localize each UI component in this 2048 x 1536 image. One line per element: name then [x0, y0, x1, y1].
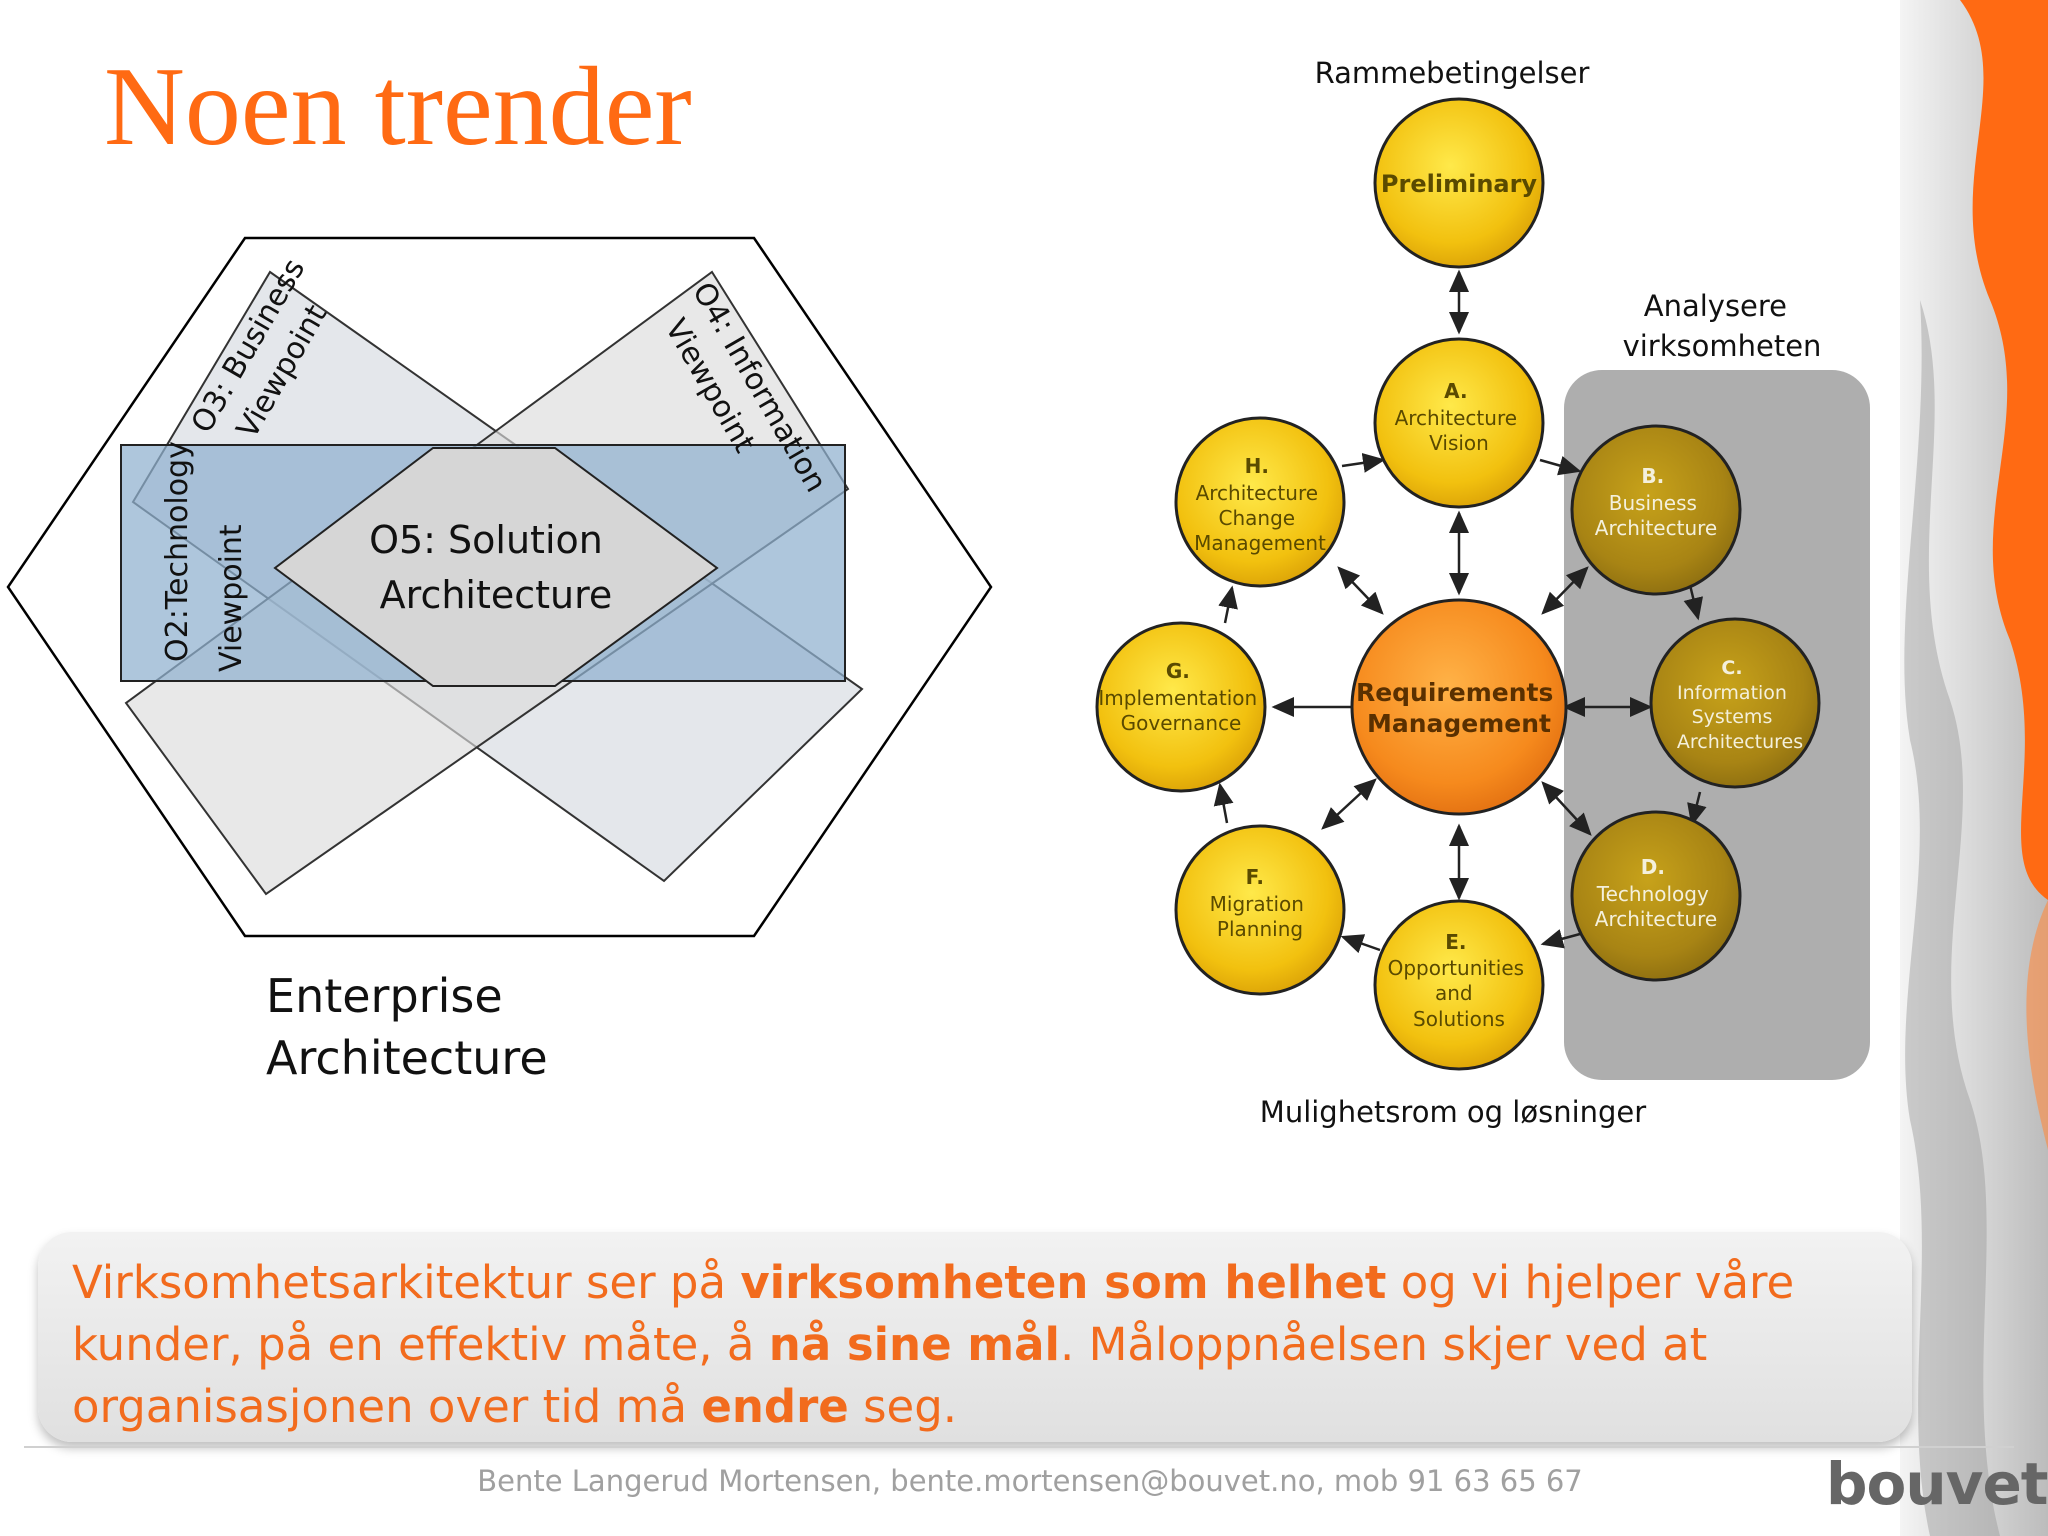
svg-text:G. Implementation: G. Implementation Governance [1098, 659, 1263, 735]
svg-text:F. Migration P: F. Migration Planning [1210, 865, 1311, 941]
footer-divider [24, 1446, 2014, 1448]
svg-text:D. Technology: D. Technology Architecture [1595, 855, 1717, 931]
node-h-architecture-change-management: H. Architecture Change Management [1174, 416, 1346, 588]
node-d-technology-architecture: D. Technology Architecture [1570, 810, 1742, 982]
o5-solution-architecture-shape [273, 447, 719, 687]
node-requirements-management: Requirements Management [1350, 598, 1568, 816]
svg-text:Requirements Managemen: Requirements Management [1356, 678, 1562, 738]
node-g-implementation-governance: G. Implementation Governance [1095, 621, 1267, 793]
svg-text:Preliminary: Preliminary [1381, 170, 1538, 198]
adm-bottom-label: Mulighetsrom og løsninger [1260, 1095, 1646, 1129]
bouvet-logo: bouvet [1826, 1450, 2048, 1518]
node-f-migration-planning: F. Migration Planning [1174, 824, 1346, 996]
svg-text:A. Architecture: A. Architecture Vision [1395, 379, 1524, 455]
enterprise-architecture-diagram: O3: Business Viewpoint O4: Information V… [6, 236, 993, 938]
o5-label: O5: Solution Architecture [369, 518, 615, 617]
togaf-adm-cycle: Rammebetingelser Analysere virksomheten … [1095, 56, 1870, 1129]
enterprise-architecture-label: Enterprise Architecture [266, 969, 548, 1085]
summary-callout: Virksomhetsarkitektur ser på virksomhete… [38, 1232, 1912, 1442]
summary-text: Virksomhetsarkitektur ser på virksomhete… [72, 1256, 1795, 1433]
footer-contact: Bente Langerud Mortensen, bente.mortense… [477, 1464, 1583, 1498]
adm-right-label: Analysere virksomheten [1623, 289, 1822, 363]
adm-top-label: Rammebetingelser [1315, 56, 1590, 90]
page-title: Noen trender [104, 45, 692, 169]
svg-text:C. Information: C. Information Systems Architectures [1677, 657, 1803, 753]
o2-label: O2:Technology Viewpoint [160, 432, 249, 672]
node-e-opportunities-and-solutions: E. Opportunities and Solutions [1373, 899, 1545, 1071]
node-b-business-architecture: B. Business Architecture [1570, 424, 1742, 596]
node-a-architecture-vision: A. Architecture Vision [1373, 337, 1545, 509]
svg-text:H. Architecture: H. Architecture Change Management [1194, 454, 1326, 555]
svg-text:B. Business Ar: B. Business Architecture [1595, 464, 1717, 540]
adm-arrows [1213, 269, 1707, 954]
node-preliminary: Preliminary [1373, 97, 1545, 269]
svg-text:E. Opportunities: E. Opportunities and Solutions [1388, 930, 1531, 1031]
decorative-swirl [1900, 0, 2048, 1536]
node-c-information-systems-architectures: C. Information Systems Architectures [1649, 617, 1821, 789]
